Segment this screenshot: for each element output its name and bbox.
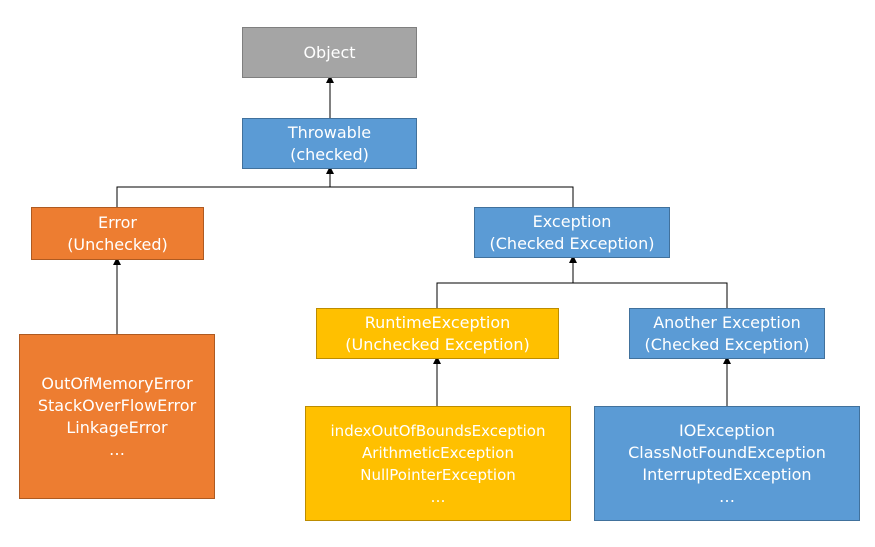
error-node: Error (Unchecked)	[31, 207, 204, 260]
connector-error-throwable	[116, 186, 330, 207]
runtime-exception-node: RuntimeException (Unchecked Exception)	[316, 308, 559, 359]
error-example-1: OutOfMemoryError	[41, 373, 193, 393]
runtime-exception-sublabel: (Unchecked Exception)	[345, 334, 530, 354]
runtime-exception-label: RuntimeException	[364, 312, 511, 332]
exception-sublabel: (Checked Exception)	[489, 233, 655, 253]
another-exception-node: Another Exception (Checked Exception)	[629, 308, 825, 359]
throwable-label: Throwable	[287, 122, 372, 142]
checked-example-2: ClassNotFoundException	[628, 442, 826, 462]
connector-another-exception	[573, 282, 728, 308]
exception-label: Exception	[532, 211, 612, 231]
another-exception-label: Another Exception	[653, 312, 801, 332]
object-node: Object	[242, 27, 417, 78]
runtime-example-3: NullPointerException	[360, 465, 516, 484]
error-sublabel: (Unchecked)	[67, 234, 168, 254]
runtime-examples-node: indexOutOfBoundsException ArithmeticExce…	[305, 406, 571, 521]
error-label: Error	[98, 212, 137, 232]
error-examples-node: OutOfMemoryError StackOverFlowError Link…	[19, 334, 215, 499]
checked-examples-node: IOException ClassNotFoundException Inter…	[594, 406, 860, 521]
checked-example-3: InterruptedException	[642, 464, 812, 484]
exception-node: Exception (Checked Exception)	[474, 207, 670, 258]
runtime-example-2: ArithmeticException	[362, 443, 514, 462]
error-example-3: LinkageError	[66, 417, 168, 437]
checked-example-ellipsis: …	[719, 486, 735, 506]
checked-example-1: IOException	[678, 420, 776, 440]
throwable-node: Throwable (checked)	[242, 118, 417, 169]
another-exception-sublabel: (Checked Exception)	[644, 334, 810, 354]
connector-runtime-exception	[436, 282, 573, 308]
runtime-example-1: indexOutOfBoundsException	[330, 421, 546, 440]
object-label: Object	[303, 42, 356, 62]
error-example-ellipsis: …	[109, 439, 125, 459]
error-example-2: StackOverFlowError	[37, 395, 197, 415]
throwable-sublabel: (checked)	[290, 144, 369, 164]
runtime-example-ellipsis: …	[430, 487, 446, 506]
connector-exception-throwable	[330, 186, 574, 207]
